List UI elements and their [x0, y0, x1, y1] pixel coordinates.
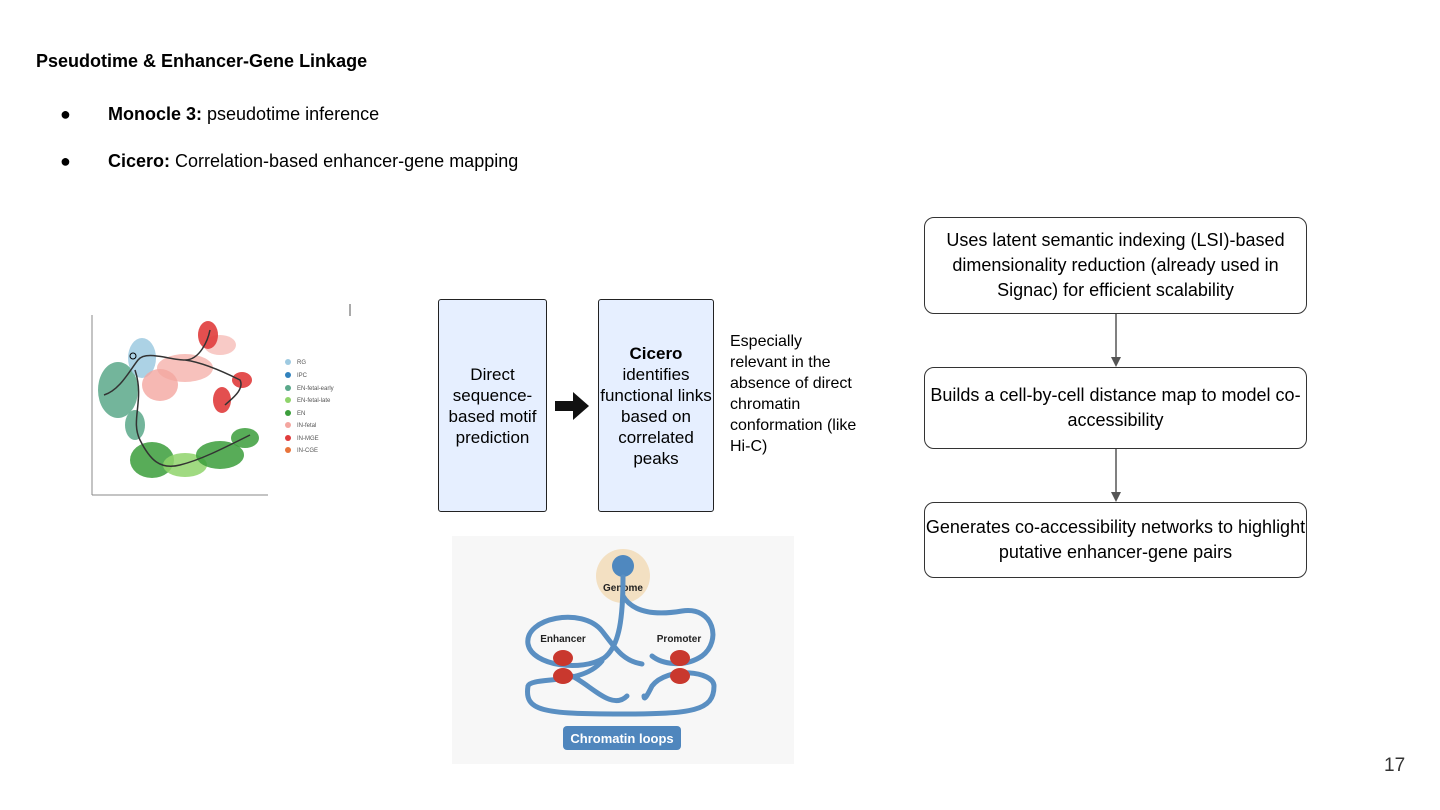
motif-prediction-text: Direct sequence-based motif prediction — [448, 364, 537, 447]
cicero-box-title: Cicero — [629, 343, 683, 363]
bullet-bold: Monocle 3: — [108, 104, 203, 124]
chromatin-loops-diagram: Genome Enhancer Promoter Chromatin loops — [452, 536, 794, 764]
flow-step-networks: Generates co-accessibility networks to h… — [924, 502, 1307, 578]
svg-text:RG: RG — [297, 360, 306, 366]
svg-text:EN: EN — [297, 411, 305, 417]
flow-step-lsi: Uses latent semantic indexing (LSI)-base… — [924, 217, 1307, 314]
chromatin-loops-caption: Chromatin loops — [570, 731, 673, 746]
cicero-box-text: identifies functional links based on cor… — [600, 364, 712, 468]
umap-legend: RG IPC EN-fetal-early EN-fetal-late EN I… — [285, 359, 334, 454]
svg-text:EN-fetal-late: EN-fetal-late — [297, 398, 331, 404]
flow-step-text: Uses latent semantic indexing (LSI)-base… — [946, 230, 1285, 300]
svg-text:IN-CGE: IN-CGE — [297, 448, 318, 454]
cicero-box: Cicero identifies functional links based… — [598, 299, 714, 512]
right-arrow-icon — [555, 392, 589, 420]
bullet-dot: ● — [60, 151, 71, 171]
svg-text:IN-MGE: IN-MGE — [297, 436, 319, 442]
svg-text:EN-fetal-early: EN-fetal-early — [297, 386, 334, 392]
pseudotime-umap-figure: RG IPC EN-fetal-early EN-fetal-late EN I… — [91, 304, 351, 496]
bullet-text: pseudotime inference — [202, 104, 380, 124]
motif-prediction-box: Direct sequence-based motif prediction — [438, 299, 547, 512]
flow-step-text: Generates co-accessibility networks to h… — [925, 517, 1306, 562]
bullet-cicero: ● Cicero: Correlation-based enhancer-gene… — [60, 151, 518, 172]
svg-text:IPC: IPC — [297, 373, 308, 379]
bullet-dot: ● — [60, 104, 71, 124]
flow-arrow-icon — [1111, 314, 1121, 367]
hic-note: Especially relevant in the absence of di… — [730, 333, 857, 455]
bullet-bold: Cicero: — [108, 151, 171, 171]
flow-arrow-icon — [1111, 449, 1121, 502]
bullet-monocle: ● Monocle 3: pseudotime inference — [60, 104, 379, 125]
bullet-text: Correlation-based enhancer-gene mapping — [170, 151, 519, 171]
page-number: 17 — [1384, 755, 1406, 776]
svg-text:IN-fetal: IN-fetal — [297, 423, 316, 429]
enhancer-label: Enhancer — [540, 634, 586, 645]
slide-title: Pseudotime & Enhancer-Gene Linkage — [36, 51, 368, 71]
flow-step-distance-map: Builds a cell-by-cell distance map to mo… — [924, 367, 1307, 449]
promoter-label: Promoter — [657, 634, 702, 645]
flow-step-text: Builds a cell-by-cell distance map to mo… — [930, 385, 1301, 430]
